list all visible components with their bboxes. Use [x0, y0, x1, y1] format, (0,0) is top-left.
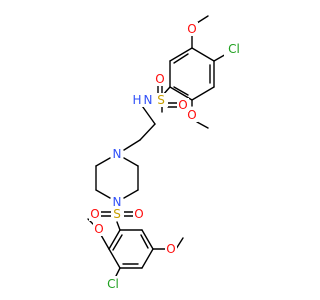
atom-o: O [165, 242, 177, 256]
bond [116, 221, 121, 231]
atom-label: S [113, 207, 121, 221]
atom-o: O [186, 22, 198, 36]
bond [140, 234, 149, 249]
atom-label: O [94, 222, 103, 236]
atom-label: O [134, 207, 143, 221]
atom-h: H [132, 93, 143, 107]
atom-cl: Cl [224, 41, 244, 57]
atom-n: N [142, 93, 154, 107]
atom-label: O [178, 98, 187, 112]
atom-o: O [93, 222, 105, 236]
atom-n: N [111, 147, 123, 161]
bond [95, 189, 111, 199]
atom-n: N [111, 195, 123, 209]
bond [100, 234, 110, 250]
atom-o: O [133, 207, 145, 221]
atom-label: Cl [228, 42, 240, 56]
atom-label: O [155, 72, 164, 86]
molecule-structure-diagram: Cl O O O O S N H [87, 15, 244, 292]
bond [123, 157, 139, 167]
atom-label: Cl [107, 277, 119, 291]
bond [108, 229, 121, 250]
bond [169, 47, 193, 62]
bond [191, 47, 215, 62]
bond [196, 121, 209, 129]
bond [139, 123, 156, 141]
bond [173, 86, 189, 96]
bond [123, 139, 141, 151]
bond [173, 53, 189, 64]
atom-label: O [166, 242, 175, 256]
bond [191, 86, 215, 101]
atom-o: O [154, 72, 166, 86]
atom-s: S [155, 93, 168, 107]
bond [115, 267, 121, 277]
atom-label: O [90, 207, 99, 221]
atom-label: N [113, 147, 122, 161]
atom-label: N [144, 93, 153, 107]
atom-label: N [113, 195, 122, 209]
bond [112, 234, 123, 251]
bond [123, 189, 139, 199]
atom-s: S [111, 207, 124, 221]
atom-label: O [187, 22, 196, 36]
atom-label: S [157, 93, 165, 107]
atom-label: O [187, 108, 196, 122]
bond [141, 248, 154, 269]
atom-o: O [89, 207, 101, 221]
bond [169, 86, 193, 101]
bond-lines [87, 15, 229, 277]
atom-labels: Cl O O O O S N H [89, 22, 244, 292]
atom-cl: Cl [103, 276, 123, 292]
atom-o: O [177, 98, 189, 112]
bond [108, 248, 121, 269]
bond [141, 229, 154, 250]
bond [196, 15, 209, 24]
bond [175, 237, 184, 250]
atom-label: H [132, 93, 141, 107]
bond [95, 157, 111, 167]
